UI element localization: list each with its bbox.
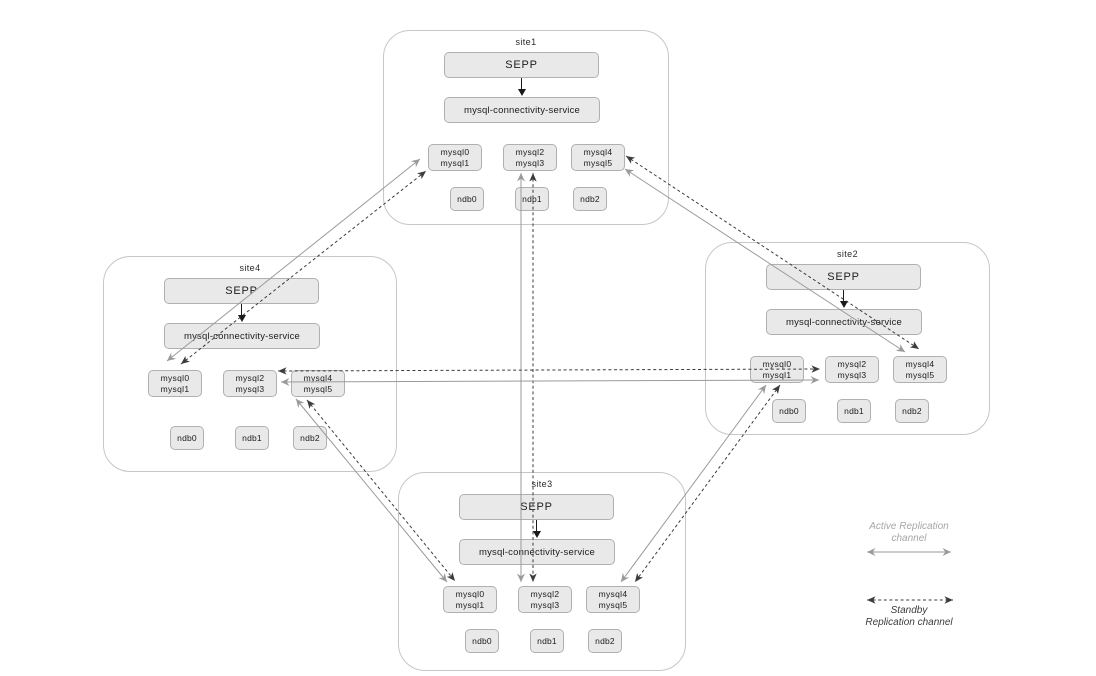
site2-title: site2 [836, 249, 858, 259]
mysql-node-label: mysql3 [515, 157, 545, 168]
site2-ndb2-box: ndb2 [895, 399, 929, 423]
mysql-node-label: mysql0 [455, 588, 485, 599]
site1-ndb1-box: ndb1 [515, 187, 549, 211]
site3-container: site3 SEPP mysql-connectivity-service my… [398, 472, 686, 671]
site3-sepp-to-service-arrow-icon [532, 520, 541, 539]
site4-sepp-box: SEPP [164, 278, 319, 304]
site3-mysql2-3-box: mysql2 mysql3 [518, 586, 572, 613]
mysql-node-label: mysql4 [303, 372, 333, 383]
site1-mysql4-5-box: mysql4 mysql5 [571, 144, 625, 171]
mysql-node-label: mysql1 [440, 157, 470, 168]
mysql-node-label: mysql5 [905, 369, 935, 380]
mysql-node-label: mysql2 [837, 358, 867, 369]
site4-mysql-connectivity-service-box: mysql-connectivity-service [164, 323, 320, 349]
site4-sepp-to-service-arrow-icon [237, 304, 246, 323]
site3-mysql4-5-box: mysql4 mysql5 [586, 586, 640, 613]
site2-sepp-to-service-arrow-icon [839, 290, 848, 309]
mysql-node-label: mysql2 [235, 372, 265, 383]
site2-mysql4-5-box: mysql4 mysql5 [893, 356, 947, 383]
site3-mysql-connectivity-service-box: mysql-connectivity-service [459, 539, 615, 565]
mysql-node-label: mysql3 [530, 599, 560, 610]
site1-mysql-connectivity-service-box: mysql-connectivity-service [444, 97, 600, 123]
site3-mysql0-1-box: mysql0 mysql1 [443, 586, 497, 613]
mysql-node-label: mysql4 [583, 146, 613, 157]
mysql-node-label: mysql0 [762, 358, 792, 369]
site4-container: site4 SEPP mysql-connectivity-service my… [103, 256, 397, 472]
mysql-node-label: mysql0 [440, 146, 470, 157]
site3-ndb2-box: ndb2 [588, 629, 622, 653]
site2-mysql0-1-box: mysql0 mysql1 [750, 356, 804, 383]
site1-sepp-to-service-arrow-icon [517, 78, 526, 97]
mysql-node-label: mysql0 [160, 372, 190, 383]
site1-container: site1 SEPP mysql-connectivity-service my… [383, 30, 669, 225]
site3-title: site3 [531, 479, 553, 489]
mysql-node-label: mysql1 [160, 383, 190, 394]
active-channel-arrow-icon [867, 548, 951, 556]
legend-active-line2: channel [891, 532, 927, 544]
mysql-node-label: mysql2 [530, 588, 560, 599]
legend-active-line1: Active Replication [869, 521, 949, 532]
site1-ndb2-box: ndb2 [573, 187, 607, 211]
site1-mysql2-3-box: mysql2 mysql3 [503, 144, 557, 171]
site2-container: site2 SEPP mysql-connectivity-service my… [705, 242, 990, 435]
mysql-node-label: mysql2 [515, 146, 545, 157]
legend-standby-line1: Standby [890, 605, 928, 616]
site4-ndb0-box: ndb0 [170, 426, 204, 450]
legend-standby-replication: Standby Replication channel [843, 592, 975, 628]
site4-mysql4-5-box: mysql4 mysql5 [291, 370, 345, 397]
mysql-node-label: mysql4 [598, 588, 628, 599]
site4-title: site4 [239, 263, 261, 273]
mysql-node-label: mysql1 [762, 369, 792, 380]
site4-ndb1-box: ndb1 [235, 426, 269, 450]
site2-ndb1-box: ndb1 [837, 399, 871, 423]
legend-active-replication: Active Replication channel [845, 521, 973, 557]
mysql-node-label: mysql1 [455, 599, 485, 610]
site4-mysql0-1-box: mysql0 mysql1 [148, 370, 202, 397]
mysql-node-label: mysql5 [303, 383, 333, 394]
site4-ndb2-box: ndb2 [293, 426, 327, 450]
site2-mysql2-3-box: mysql2 mysql3 [825, 356, 879, 383]
legend-standby-line2: Replication channel [865, 616, 953, 628]
site3-ndb1-box: ndb1 [530, 629, 564, 653]
site2-ndb0-box: ndb0 [772, 399, 806, 423]
site2-mysql-connectivity-service-box: mysql-connectivity-service [766, 309, 922, 335]
site2-sepp-box: SEPP [766, 264, 921, 290]
mysql-node-label: mysql3 [837, 369, 867, 380]
site1-ndb0-box: ndb0 [450, 187, 484, 211]
site1-title: site1 [515, 37, 537, 47]
site1-mysql0-1-box: mysql0 mysql1 [428, 144, 482, 171]
mysql-node-label: mysql4 [905, 358, 935, 369]
site3-ndb0-box: ndb0 [465, 629, 499, 653]
mysql-node-label: mysql3 [235, 383, 265, 394]
mysql-node-label: mysql5 [583, 157, 613, 168]
standby-channel-arrow-icon [867, 596, 953, 604]
site1-sepp-box: SEPP [444, 52, 599, 78]
site3-sepp-box: SEPP [459, 494, 614, 520]
mysql-node-label: mysql5 [598, 599, 628, 610]
site4-mysql2-3-box: mysql2 mysql3 [223, 370, 277, 397]
